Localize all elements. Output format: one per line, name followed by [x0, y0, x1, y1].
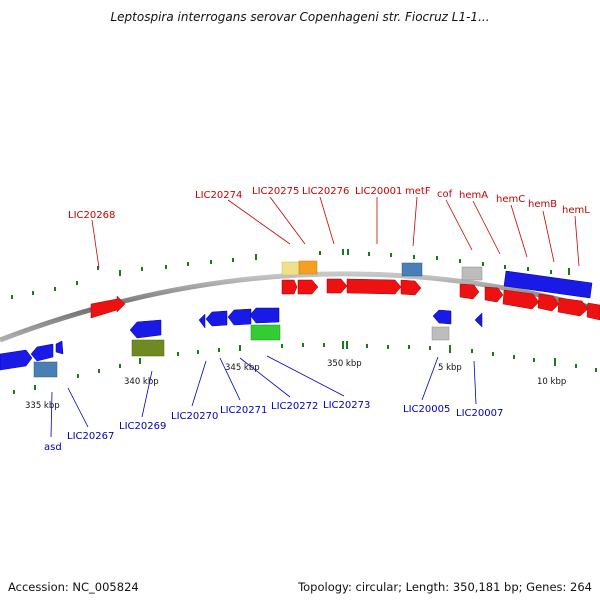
- gene-hemA: [484, 286, 504, 303]
- gene-asd: [30, 343, 54, 362]
- genome-summary-text: Topology: circular; Length: 350,181 bp; …: [298, 580, 592, 594]
- inner-tick-marks: [13, 341, 597, 394]
- feature-grey-LIC20005: [431, 326, 450, 341]
- gene-reverse-small-1: [55, 340, 64, 355]
- label-LIC20270: LIC20270: [171, 411, 218, 422]
- label-LIC20271: LIC20271: [220, 405, 267, 416]
- label-LIC20276: LIC20276: [302, 186, 349, 197]
- label-LIC20275: LIC20275: [252, 186, 299, 197]
- label-LIC20007: LIC20007: [456, 408, 503, 419]
- gene-LIC20274: [281, 279, 298, 295]
- label-LIC20272: LIC20272: [271, 401, 318, 412]
- label-hemL: hemL: [562, 205, 590, 216]
- accession-text: Accession: NC_005824: [8, 580, 139, 594]
- gene-cof: [459, 283, 480, 300]
- forward-label-leaders: [91, 196, 580, 269]
- feature-steelblue-asd: [33, 361, 58, 378]
- feature-grey-cof: [461, 266, 483, 281]
- label-LIC20001: LIC20001: [355, 186, 402, 197]
- feature-orange: [298, 260, 318, 275]
- gene-LIC20005: [432, 309, 452, 325]
- label-cof: cof: [437, 189, 453, 200]
- map-title: Leptospira interrogans serovar Copenhage…: [110, 10, 490, 24]
- gene-hemC: [502, 289, 540, 310]
- gene-forward-edge: [586, 302, 600, 321]
- label-LIC20274: LIC20274: [195, 190, 242, 201]
- gene-metF: [400, 279, 422, 296]
- label-LIC20005: LIC20005: [403, 404, 450, 415]
- outer-tick-marks: [11, 249, 570, 299]
- feature-green: [250, 324, 281, 341]
- genome-backbone: [0, 271, 600, 343]
- gene-LIC20276: [326, 278, 348, 294]
- label-hemA: hemA: [459, 190, 488, 201]
- feature-yellow: [281, 261, 300, 276]
- tick-label-340kbp: 340 kbp: [124, 377, 159, 387]
- gene-LIC20268: [90, 295, 126, 319]
- label-LIC20268: LIC20268: [68, 210, 115, 221]
- gene-LIC20269: [129, 319, 162, 339]
- gene-LIC20267: [0, 349, 33, 371]
- tick-label-5kbp: 5 kbp: [438, 363, 462, 373]
- gene-LIC20272: [227, 308, 252, 326]
- feature-olive-LIC20269: [131, 339, 165, 357]
- gene-LIC20273: [249, 307, 280, 324]
- label-LIC20273: LIC20273: [323, 400, 370, 411]
- gene-LIC20001: [346, 278, 402, 295]
- gene-LIC20271: [205, 310, 228, 327]
- label-asd: asd: [44, 442, 62, 453]
- tick-label-350kbp: 350 kbp: [327, 359, 362, 369]
- reverse-label-leaders: [50, 355, 477, 438]
- tick-label-10kbp: 10 kbp: [537, 377, 566, 387]
- feature-steelblue-metF: [401, 262, 423, 277]
- label-LIC20267: LIC20267: [67, 431, 114, 442]
- gene-hemL: [557, 297, 589, 317]
- label-hemB: hemB: [528, 199, 557, 210]
- forward-strand-genes: [90, 278, 600, 321]
- tick-label-335kbp: 335 kbp: [25, 401, 60, 411]
- reverse-strand-genes: [0, 307, 483, 371]
- label-LIC20269: LIC20269: [119, 421, 166, 432]
- gene-hemB: [537, 293, 560, 312]
- feature-blue-hem-block: [503, 270, 593, 299]
- gene-LIC20270: [198, 313, 206, 329]
- label-metF: metF: [405, 186, 431, 197]
- tick-label-345kbp: 345 kbp: [225, 363, 260, 373]
- gene-LIC20007: [474, 312, 483, 328]
- label-hemC: hemC: [496, 194, 525, 205]
- gene-LIC20275: [297, 279, 319, 295]
